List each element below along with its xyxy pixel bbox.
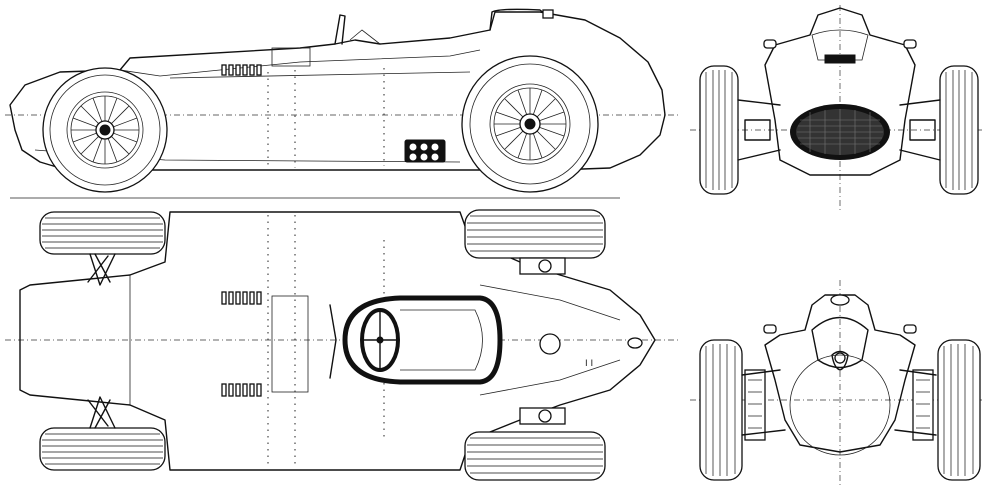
- rear-headrest: [811, 316, 869, 369]
- side-front-wheel: [42, 67, 168, 193]
- top-rear-hub-upper: [519, 257, 566, 275]
- rear-mirror-right: [903, 324, 917, 334]
- rear-mirror-left: [763, 324, 777, 334]
- rear-view: [690, 280, 985, 488]
- top-rear-wheel-lower: [464, 431, 606, 481]
- front-body-outline: [764, 7, 916, 176]
- top-louvres-upper: [221, 291, 262, 305]
- top-steering-wheel: [360, 308, 400, 372]
- front-left-wheel: [699, 65, 739, 195]
- front-right-wheel: [939, 65, 979, 195]
- side-mirror: [334, 14, 346, 45]
- front-suspension-right: [899, 99, 941, 161]
- top-rear-hub-lower: [519, 407, 566, 425]
- side-hatch: [271, 47, 311, 67]
- side-exhaust-pipes: [404, 139, 446, 163]
- side-view: [5, 8, 680, 199]
- front-radiator-grille: [790, 104, 890, 160]
- top-front-wheel-lower: [39, 427, 166, 471]
- rear-fuel-cap: [830, 294, 850, 306]
- front-suspension-left: [737, 99, 781, 161]
- rear-body-outline: [764, 294, 916, 453]
- side-rear-wheel: [461, 55, 599, 193]
- front-mirror-left: [763, 39, 777, 49]
- side-fuel-cap: [542, 9, 554, 19]
- rear-tail: [789, 354, 891, 456]
- rear-right-wheel: [937, 339, 981, 481]
- top-rear-wheel-upper: [464, 209, 606, 259]
- top-louvres-lower: [221, 383, 262, 397]
- rear-left-wheel: [699, 339, 743, 481]
- side-windscreen: [349, 29, 381, 45]
- top-front-suspension-upper: [87, 253, 116, 286]
- top-body-outline: [19, 211, 656, 471]
- top-fuel-filler: [539, 333, 561, 355]
- top-front-wheel-upper: [39, 211, 166, 255]
- top-windscreen: [329, 304, 337, 379]
- top-view: I I: [5, 209, 680, 481]
- rear-suspension-right: [894, 369, 937, 441]
- side-louvres: [221, 64, 262, 76]
- side-body-crease: [119, 49, 481, 77]
- front-mirror-right: [903, 39, 917, 49]
- top-small-mark: I I: [585, 359, 593, 369]
- front-view: [690, 5, 985, 210]
- top-hatch: [271, 295, 309, 393]
- top-front-suspension-lower: [87, 396, 116, 429]
- rear-suspension-left: [741, 369, 786, 441]
